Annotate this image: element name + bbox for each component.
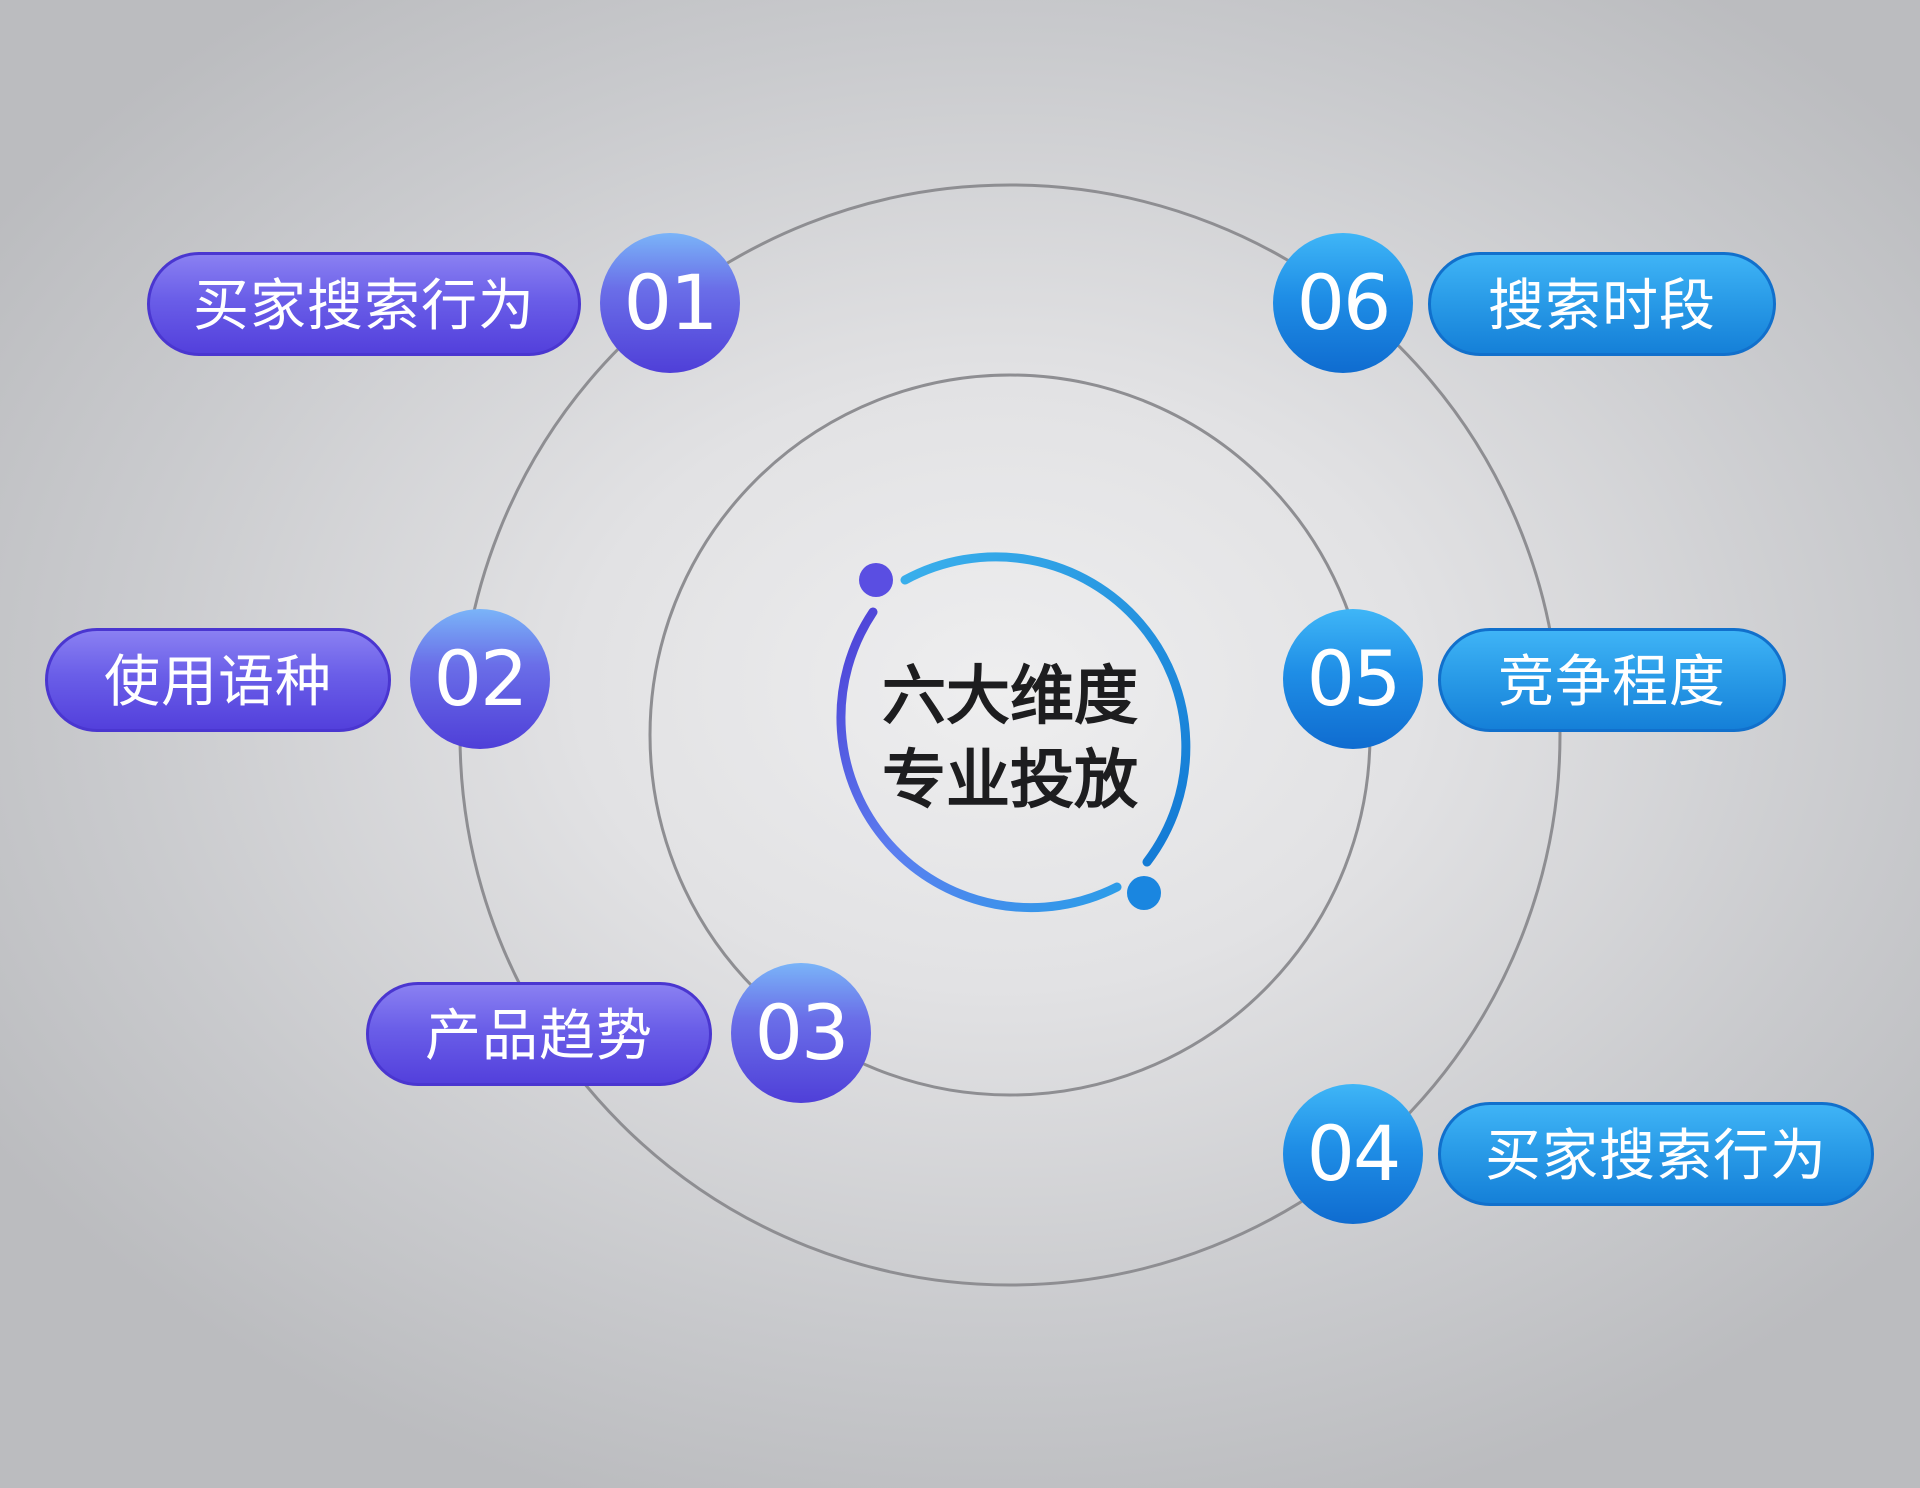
item-05-number: 05 — [1283, 609, 1423, 749]
arc-end-dot-top — [859, 563, 893, 597]
item-03-label: 产品趋势 — [366, 982, 712, 1086]
item-06-label: 搜索时段 — [1428, 252, 1776, 356]
arc-end-dot-bottom — [1127, 876, 1161, 910]
item-01-number: 01 — [600, 233, 740, 373]
center-arc-left — [836, 607, 1122, 913]
center-title-line1: 六大维度 — [882, 660, 1138, 734]
center-arc-right — [900, 552, 1191, 867]
item-03-number: 03 — [731, 963, 871, 1103]
item-02-number: 02 — [410, 609, 550, 749]
item-04-label: 买家搜索行为 — [1438, 1102, 1874, 1206]
item-01-label: 买家搜索行为 — [147, 252, 581, 356]
center-title: 六大维度 专业投放 — [860, 655, 1160, 823]
item-05-label: 竞争程度 — [1438, 628, 1786, 732]
center-title-line2: 专业投放 — [882, 744, 1138, 818]
item-02-label: 使用语种 — [45, 628, 391, 732]
item-04-number: 04 — [1283, 1084, 1423, 1224]
item-06-number: 06 — [1273, 233, 1413, 373]
